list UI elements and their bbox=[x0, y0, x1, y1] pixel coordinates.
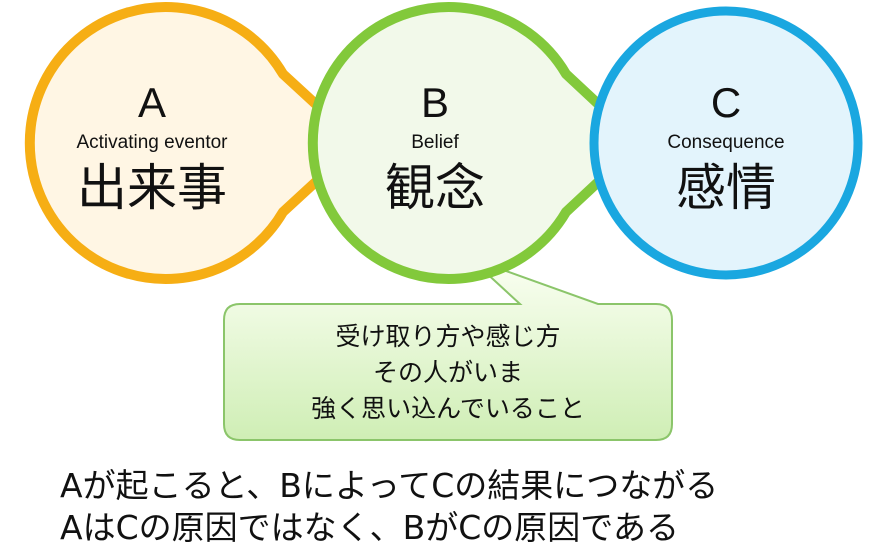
node-a: A Activating eventor 出来事 bbox=[24, 2, 363, 284]
caption-line-1: Aが起こると、BによってCの結果につながる bbox=[60, 466, 719, 505]
node-a-label: 出来事 bbox=[77, 159, 227, 217]
callout-line-3: 強く思い込んでいること bbox=[311, 394, 585, 423]
node-a-letter: A bbox=[138, 79, 166, 126]
node-c: C Consequence 感情 bbox=[589, 6, 863, 280]
node-b-letter: B bbox=[421, 79, 449, 126]
callout-line-1: 受け取り方や感じ方 bbox=[335, 322, 560, 351]
node-a-subtitle: Activating eventor bbox=[76, 132, 228, 153]
node-c-subtitle: Consequence bbox=[667, 132, 784, 153]
node-b: B Belief 観念 bbox=[307, 2, 645, 284]
callout-bubble bbox=[223, 257, 673, 441]
node-c-shape bbox=[589, 6, 863, 280]
node-c-label: 感情 bbox=[676, 159, 776, 217]
callout-line-2: その人がいま bbox=[373, 358, 523, 387]
caption-line-2: AはCの原因ではなく、BがCの原因である bbox=[60, 508, 679, 547]
node-b-shape bbox=[307, 2, 645, 284]
node-b-subtitle: Belief bbox=[411, 132, 459, 153]
node-b-label: 観念 bbox=[385, 159, 485, 217]
node-c-letter: C bbox=[711, 79, 741, 126]
node-a-shape bbox=[24, 2, 363, 284]
